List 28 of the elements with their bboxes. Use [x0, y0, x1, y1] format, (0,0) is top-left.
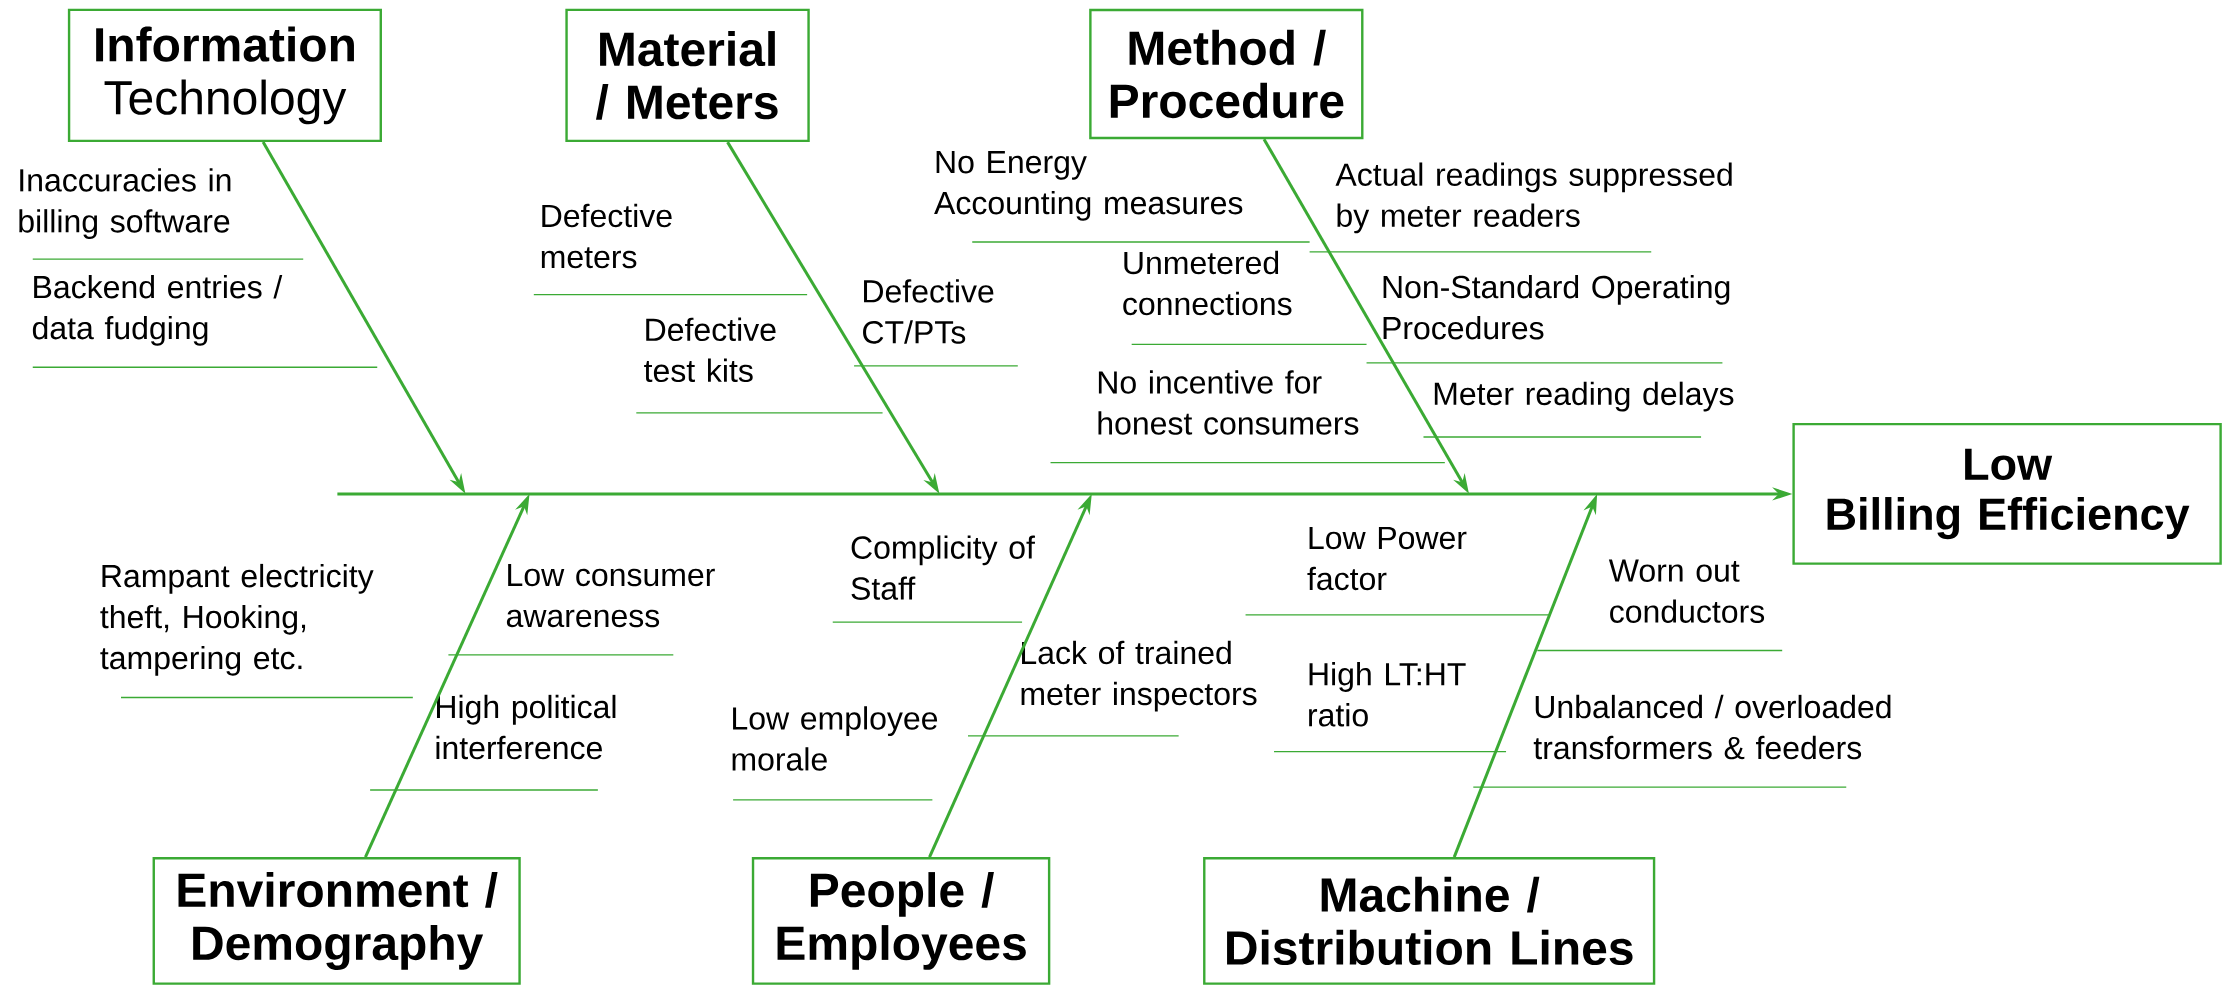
effect-box: Low Billing Efficiency	[1792, 422, 2222, 565]
cause-label: Low employee morale	[732, 706, 938, 771]
cause-label: No Energy Accounting measures	[934, 151, 1243, 221]
cause-label: Non-Standard Operating Procedures	[1383, 274, 1730, 340]
cause-label: Inaccuracies in billing software	[19, 168, 231, 239]
cause-label: Lack of trained meter inspectors	[1021, 640, 1257, 712]
cause-label: Backend entries / data fudging	[32, 274, 283, 346]
cause-label: Meter reading delays	[1434, 381, 1734, 412]
category-box: Material / Meters	[565, 8, 810, 143]
category-box: Method / Procedure	[1089, 8, 1364, 140]
cause-label: No incentive for honest consumers	[1098, 370, 1359, 435]
cause-label: Defective meters	[541, 203, 672, 269]
cause-label: Worn out conductors	[1608, 559, 1765, 623]
cause-label: High political interference	[436, 694, 616, 760]
cause-label: Rampant electricity theft, Hooking, tampering etc.	[100, 563, 374, 676]
cause-label: Unmetered connections	[1123, 250, 1292, 316]
category-box: Machine / Distribution Lines	[1203, 857, 1656, 985]
cause-label: High LT:HT ratio	[1309, 662, 1466, 727]
cause-label: Low consumer awareness	[506, 563, 715, 628]
cause-label: Complicity of Staff	[851, 535, 1035, 600]
cause-label: Low Power factor	[1307, 526, 1467, 591]
category-box: Information Technology	[67, 8, 382, 143]
category-box: People / Employees	[751, 857, 1051, 985]
cause-label: Defective CT/PTs	[863, 279, 994, 344]
cause-label: Defective test kits	[644, 317, 776, 383]
cause-label: Unbalanced / overloaded transformers & feeders	[1533, 694, 1891, 760]
category-box: Environment / Demography	[152, 857, 521, 985]
cause-label: Actual readings suppressed by meter readers	[1335, 162, 1732, 234]
